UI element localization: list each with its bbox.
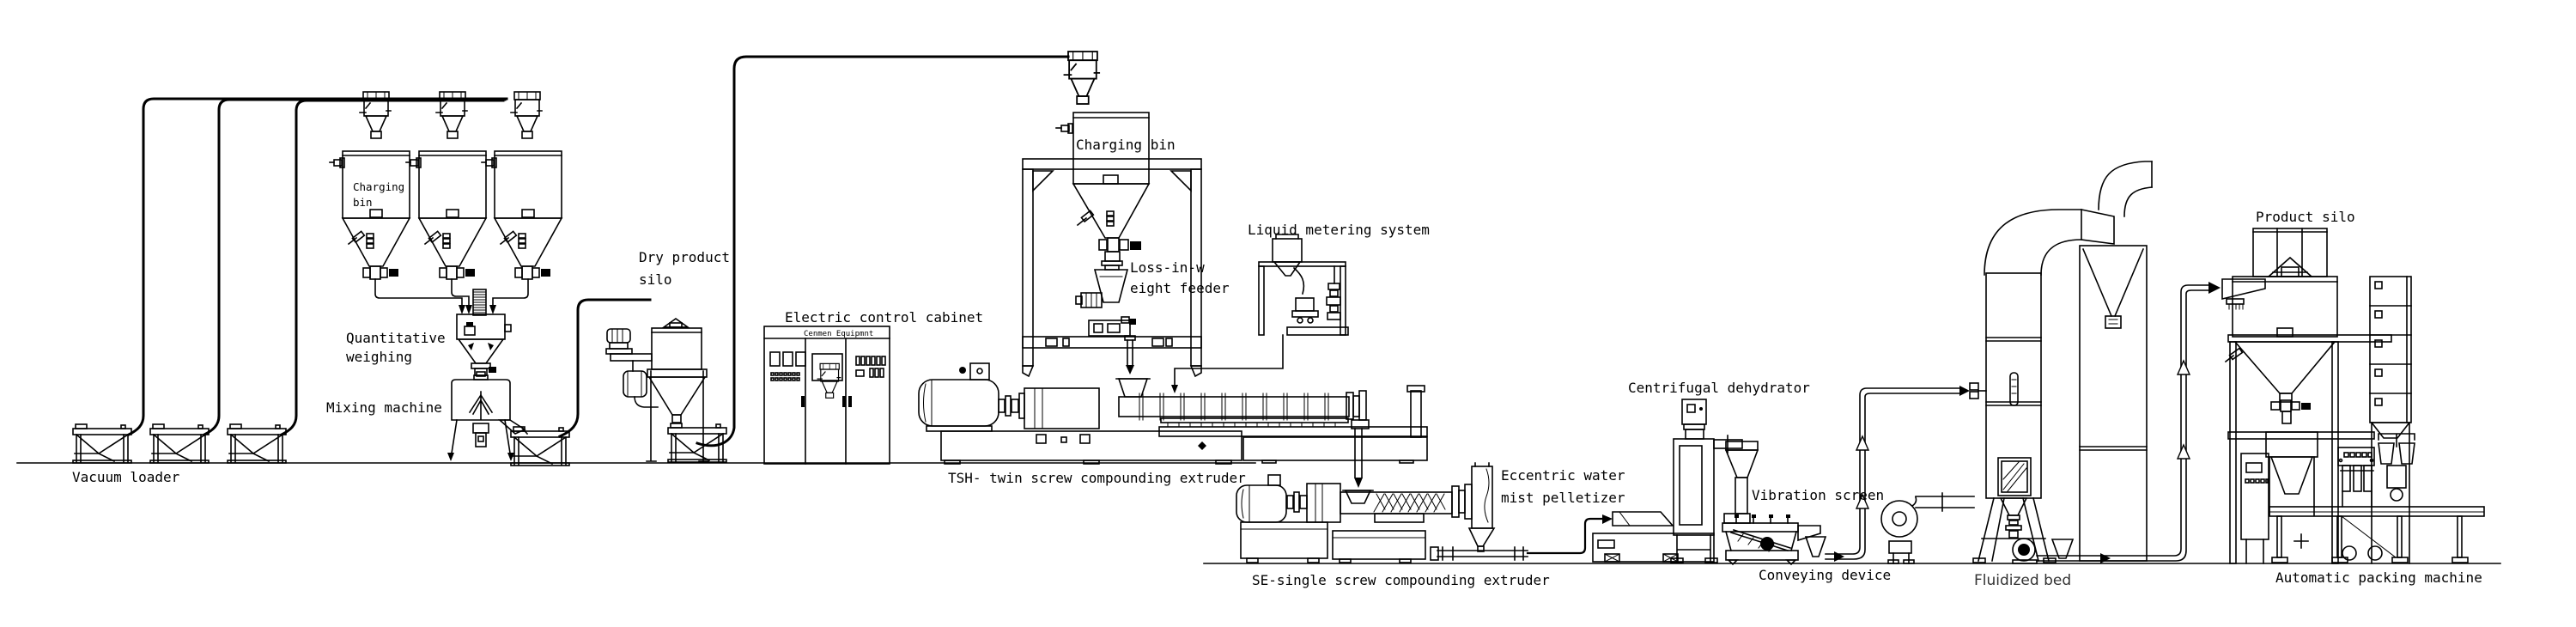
eccentric-pelletizer <box>1430 462 1613 561</box>
hmi-screen <box>811 353 843 381</box>
label-fluidized-bed: Fluidized bed <box>1974 572 2071 589</box>
label-product-silo: Product silo <box>2256 209 2355 225</box>
label-liquid-metering: Liquid metering system <box>1248 222 1430 238</box>
label-pelletizer-2: mist pelletizer <box>1501 490 1625 506</box>
label-quantitative-1: Quantitative <box>346 330 446 346</box>
label-charging-bin-small-1: Charging <box>353 180 404 193</box>
label-conveying-device: Conveying device <box>1759 567 1891 583</box>
label-packing-machine: Automatic packing machine <box>2275 569 2482 586</box>
label-dehydrator: Centrifugal dehydrator <box>1628 380 1810 396</box>
label-se-extruder: SE-single screw compounding extruder <box>1252 572 1550 588</box>
label-dry-silo-1: Dry product <box>639 249 730 265</box>
label-liw-feeder-2: eight feeder <box>1130 280 1230 296</box>
pneumatic-riser-line <box>1825 382 1987 562</box>
liquid-metering-system <box>1171 234 1349 393</box>
indicator-dots <box>770 372 800 381</box>
label-tsh-extruder: TSH- twin screw compounding extruder <box>948 470 1246 486</box>
quantitative-weighing-hopper <box>456 314 512 376</box>
label-cabinet-brand: Cenmen Equipmnt <box>804 330 873 338</box>
automatic-packing-machine <box>2240 431 2485 564</box>
ground-lines <box>16 462 2501 564</box>
vibration-screen-machine <box>1722 513 1827 566</box>
bin-discharge-pipes <box>374 278 529 316</box>
air-blower <box>1880 492 1975 564</box>
label-vibration-screen: Vibration screen <box>1752 487 1884 503</box>
label-vacuum-loader: Vacuum loader <box>72 469 180 485</box>
button-rows <box>855 356 886 378</box>
centrifugal-dehydrator <box>1592 399 1759 563</box>
main-charging-bin-gantry <box>1022 51 1202 378</box>
dry-product-silo <box>605 55 1070 463</box>
label-dry-silo-2: silo <box>639 271 672 288</box>
label-pelletizer-1: Eccentric water <box>1501 467 1625 484</box>
labels: Vacuum loader Charging bin Quantitative … <box>72 137 2482 589</box>
loss-in-weight-feeder <box>1075 260 1136 374</box>
label-mixing-machine: Mixing machine <box>326 399 442 416</box>
bucket-elevator <box>2369 276 2412 564</box>
label-quantitative-2: weighing <box>346 349 412 365</box>
product-silo <box>2224 228 2392 564</box>
vacuum-loader-group <box>72 423 287 464</box>
mixing-machine <box>447 371 529 461</box>
label-charging-bin-main: Charging bin <box>1076 137 1176 153</box>
label-control-cabinet: Electric control cabinet <box>785 309 983 326</box>
silo-feed-line <box>2036 278 2266 563</box>
fluidized-bed <box>1972 161 2153 564</box>
tsh-twin-screw-extruder <box>918 362 1428 488</box>
silo-blower <box>605 328 659 408</box>
label-charging-bin-small-2: bin <box>353 196 373 209</box>
se-single-screw-extruder <box>1236 474 1473 563</box>
label-liw-feeder-1: Loss-in-w <box>1130 259 1205 276</box>
vacuum-conveying-lines <box>126 97 508 437</box>
electric-control-cabinet <box>763 326 890 465</box>
mixing-trough <box>510 298 652 466</box>
